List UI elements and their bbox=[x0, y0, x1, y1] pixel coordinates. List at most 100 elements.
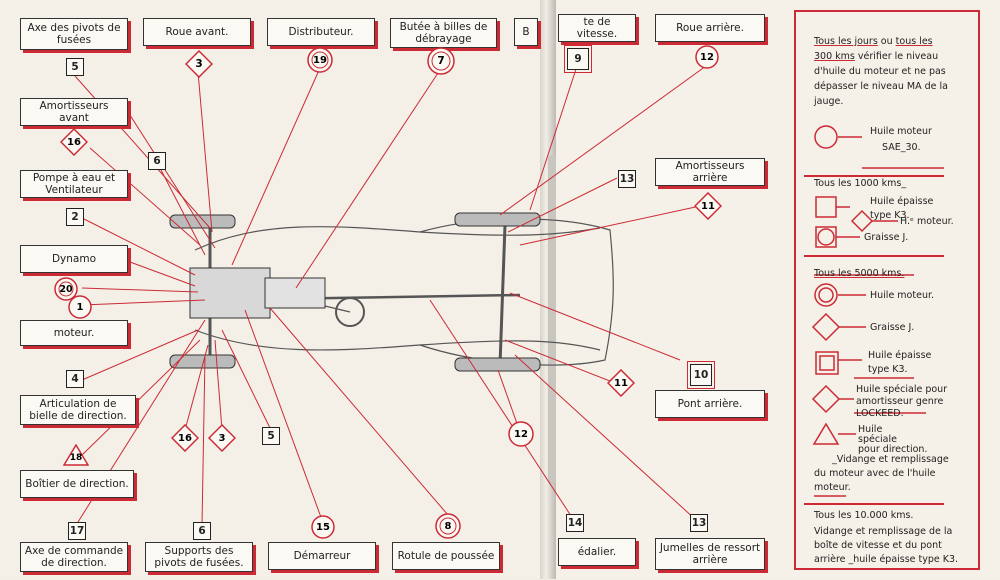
legend-h-moteur: H.ᵉ moteur. bbox=[900, 216, 954, 227]
legend-direction-3: pour direction. bbox=[858, 444, 928, 455]
marker-square: 14 bbox=[566, 514, 584, 532]
label-pompe: Pompe à eau et Ventilateur bbox=[20, 170, 128, 198]
label-butee: Butée à billes de débrayage bbox=[390, 18, 497, 48]
legend-intro-or: ou bbox=[877, 36, 896, 47]
marker-square: 5 bbox=[262, 427, 280, 445]
legend-speciale-1: Huile spéciale pour bbox=[856, 384, 948, 395]
right-page bbox=[556, 0, 1000, 579]
marker-square: 2 bbox=[66, 208, 84, 226]
marker-circle bbox=[311, 515, 335, 539]
marker-diamond bbox=[185, 50, 213, 78]
label-moteur: moteur. bbox=[20, 320, 128, 346]
scrollbar-thumb[interactable] bbox=[548, 155, 556, 485]
legend-speciale-3: LOCKEED. bbox=[856, 408, 904, 419]
legend-intro-line2: d'huile du moteur et ne pas bbox=[814, 66, 946, 77]
label-amortisseurs-avant: Amortisseurs avant bbox=[20, 98, 128, 126]
legend-heading-5000: Tous les 5000 kms. bbox=[814, 268, 905, 279]
label-articulation: Articulation de bielle de direction. bbox=[20, 395, 136, 425]
marker-circle bbox=[68, 295, 92, 319]
legend-intro-kms: 300 kms bbox=[814, 51, 855, 62]
legend-heading-1000: Tous les 1000 kms_ bbox=[814, 178, 907, 189]
label-rotule: Rotule de poussée bbox=[392, 542, 500, 570]
lubrication-legend bbox=[794, 10, 980, 570]
legend-intro-line3: dépasser le niveau MA de la bbox=[814, 81, 948, 92]
marker-square: 6 bbox=[193, 522, 211, 540]
marker-label: 12 bbox=[700, 51, 714, 63]
marker-double-circle bbox=[427, 47, 455, 75]
marker-square: 13 bbox=[618, 170, 636, 188]
marker-diamond bbox=[208, 424, 236, 452]
legend-graisse-1: Graisse J. bbox=[864, 232, 909, 243]
marker-square: 4 bbox=[66, 370, 84, 388]
legend-intro: Tous les jours ou tous les 300 kms vérif… bbox=[814, 34, 974, 109]
legend-huile-moteur-2: Huile moteur. bbox=[870, 290, 935, 301]
marker-square: 5 bbox=[66, 58, 84, 76]
legend-direction-2: spéciale bbox=[858, 434, 897, 445]
legend-intro-line4: jauge. bbox=[814, 96, 844, 107]
marker-label: 20 bbox=[59, 283, 73, 295]
legend-vidange-3: moteur. bbox=[814, 482, 851, 493]
label-axe-pivots: Axe des pivots de fusées bbox=[20, 18, 128, 50]
label-pont-arriere: Pont arrière. bbox=[655, 390, 765, 418]
legend-graisse-2: Graisse J. bbox=[870, 322, 915, 333]
marker-label: 3 bbox=[195, 58, 203, 70]
marker-triangle bbox=[63, 444, 89, 466]
engine-block bbox=[189, 267, 326, 319]
marker-double-square: 9 bbox=[564, 45, 592, 73]
marker-label: 11 bbox=[701, 200, 715, 212]
marker-double-circle bbox=[435, 513, 461, 539]
leader-lines bbox=[74, 65, 707, 526]
marker-label: 8 bbox=[444, 520, 452, 532]
legend-direction-1: Huile bbox=[858, 424, 883, 435]
label-distributeur: Distributeur. bbox=[267, 18, 375, 46]
legend-speciale-2: amortisseur genre bbox=[856, 396, 944, 407]
marker-diamond bbox=[694, 192, 722, 220]
label-jumelles: Jumelles de ressort arrière bbox=[655, 538, 765, 570]
marker-label: 18 bbox=[69, 453, 83, 463]
legend-intro-line1: vérifier le niveau bbox=[854, 51, 939, 62]
legend-sae: SAE_30. bbox=[882, 142, 921, 153]
label-b-partial: B bbox=[514, 18, 538, 46]
legend-huile-epaisse-1: Huile épaisse bbox=[870, 196, 934, 207]
label-pedalier: édalier. bbox=[558, 538, 636, 566]
label-amortisseurs-arriere: Amortisseurs arrière bbox=[655, 158, 765, 186]
marker-diamond bbox=[60, 128, 88, 156]
marker-circle bbox=[695, 45, 719, 69]
legend-intro-tous: tous les bbox=[895, 36, 933, 47]
legend-final-3: arrière _huile épaisse type K3. bbox=[814, 554, 959, 565]
legend-intro-daily: Tous les jours bbox=[814, 36, 878, 47]
marker-label: 3 bbox=[218, 432, 226, 444]
marker-double-square: 10 bbox=[687, 361, 715, 389]
legend-huile-moteur: Huile moteur bbox=[870, 126, 932, 137]
legend-final-1: Vidange et remplissage de la bbox=[814, 526, 953, 537]
marker-label: 19 bbox=[313, 54, 327, 66]
legend-heading-10000: Tous les 10.000 kms. bbox=[814, 510, 914, 521]
marker-label: 16 bbox=[178, 432, 192, 444]
marker-label: 11 bbox=[614, 377, 628, 389]
legend-vidange-1: _Vidange et remplissage bbox=[832, 454, 949, 465]
label-dynamo: Dynamo bbox=[20, 245, 128, 273]
legend-final-2: boîte de vitesse et du pont bbox=[814, 540, 942, 551]
legend-vidange-2: du moteur avec de l'huile bbox=[814, 468, 936, 479]
label-roue-arriere: Roue arrière. bbox=[655, 14, 765, 42]
marker-diamond bbox=[171, 424, 199, 452]
marker-circle bbox=[508, 421, 534, 447]
marker-label: 16 bbox=[67, 136, 81, 148]
wheels bbox=[169, 212, 541, 372]
label-axe-commande: Axe de commande de direction. bbox=[20, 542, 128, 572]
label-boitier: Boîtier de direction. bbox=[20, 470, 134, 498]
marker-double-circle bbox=[54, 277, 78, 301]
legend-huile-epaisse-2: Huile épaisse bbox=[868, 350, 932, 361]
marker-square: 6 bbox=[148, 152, 166, 170]
marker-label: 7 bbox=[437, 55, 445, 67]
label-supports: Supports des pivots de fusées. bbox=[145, 542, 253, 572]
marker-label: 15 bbox=[316, 521, 330, 533]
legend-type-k3-2: type K3. bbox=[868, 364, 908, 375]
label-boite-vitesse: te de vitesse. bbox=[558, 14, 636, 42]
marker-double-circle bbox=[307, 47, 333, 73]
marker-square: 13 bbox=[690, 514, 708, 532]
marker-square: 17 bbox=[68, 522, 86, 540]
label-roue-avant: Roue avant. bbox=[143, 18, 251, 46]
legend-symbols bbox=[804, 125, 944, 505]
